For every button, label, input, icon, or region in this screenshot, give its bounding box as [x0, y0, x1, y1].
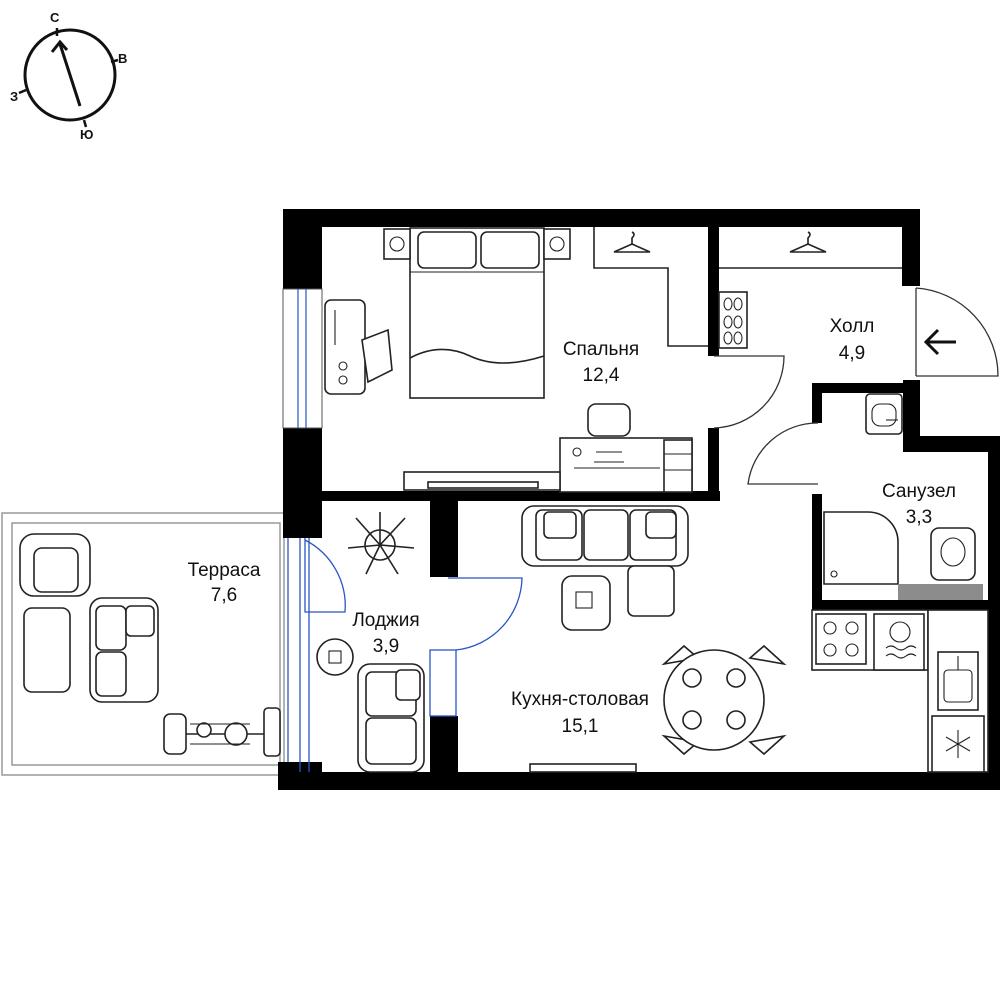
bathroom-door	[747, 422, 819, 485]
room-area-bedroom: 12,4	[583, 365, 620, 386]
plant-icon	[347, 512, 415, 575]
hanger-icon	[613, 231, 651, 253]
room-name-bathroom: Санузел	[882, 481, 956, 502]
compass-north-label: С	[50, 10, 60, 25]
washbasin-icon	[865, 393, 903, 435]
room-area-hall: 4,9	[839, 343, 865, 364]
room-name-terrace: Терраса	[188, 560, 261, 581]
shower-icon	[823, 511, 899, 585]
coffee-table-icon	[561, 575, 611, 631]
toilet-icon	[930, 527, 976, 581]
room-area-kitchen-dining: 15,1	[562, 716, 599, 737]
exercise-bike-icon	[163, 707, 281, 757]
walls	[278, 209, 1000, 790]
compass-south-label: Ю	[80, 127, 93, 142]
loggia-door	[429, 577, 523, 717]
bed-icon	[409, 227, 545, 399]
room-area-bathroom: 3,3	[906, 507, 932, 528]
armchair-icon	[357, 663, 425, 773]
shoes-icon	[718, 291, 748, 349]
room-name-hall: Холл	[830, 316, 875, 337]
compass-east-label: В	[118, 51, 127, 66]
fridge-icon	[931, 715, 985, 773]
bath-floor-strip	[898, 584, 983, 600]
room-name-kitchen-dining: Кухня-столовая	[511, 689, 649, 710]
bedroom-door	[713, 355, 785, 429]
dining-table-icon	[661, 644, 787, 756]
room-name-bedroom: Спальня	[563, 339, 639, 360]
sink-icon	[937, 651, 979, 711]
entrance-arrow-icon	[923, 328, 956, 356]
desk-set	[559, 403, 693, 493]
terrace-outline	[1, 512, 285, 776]
side-table-icon	[316, 638, 354, 676]
nightstand-right	[543, 228, 571, 260]
compass-icon	[18, 28, 119, 128]
bedroom-desk	[324, 299, 393, 395]
hanger-icon	[789, 231, 827, 253]
dishwasher-icon	[873, 613, 925, 671]
nightstand-left	[383, 228, 411, 260]
room-area-loggia: 3,9	[373, 636, 399, 657]
terrace-sofa-icon	[89, 597, 159, 703]
bedroom-window	[282, 288, 323, 429]
room-area-terrace: 7,6	[211, 585, 237, 606]
tv-stand	[403, 471, 561, 491]
room-name-loggia: Лоджия	[352, 610, 419, 631]
bedroom-wardrobe	[593, 227, 708, 347]
loggia-glazing	[287, 538, 346, 772]
terrace-armchair-icon	[19, 533, 91, 597]
terrace-table	[23, 607, 71, 693]
sofa-icon	[521, 505, 689, 617]
entrance-door	[915, 287, 999, 377]
compass-west-label: З	[10, 89, 18, 104]
kitchen-tv-stand	[529, 763, 637, 773]
cooktop-icon	[815, 613, 867, 665]
